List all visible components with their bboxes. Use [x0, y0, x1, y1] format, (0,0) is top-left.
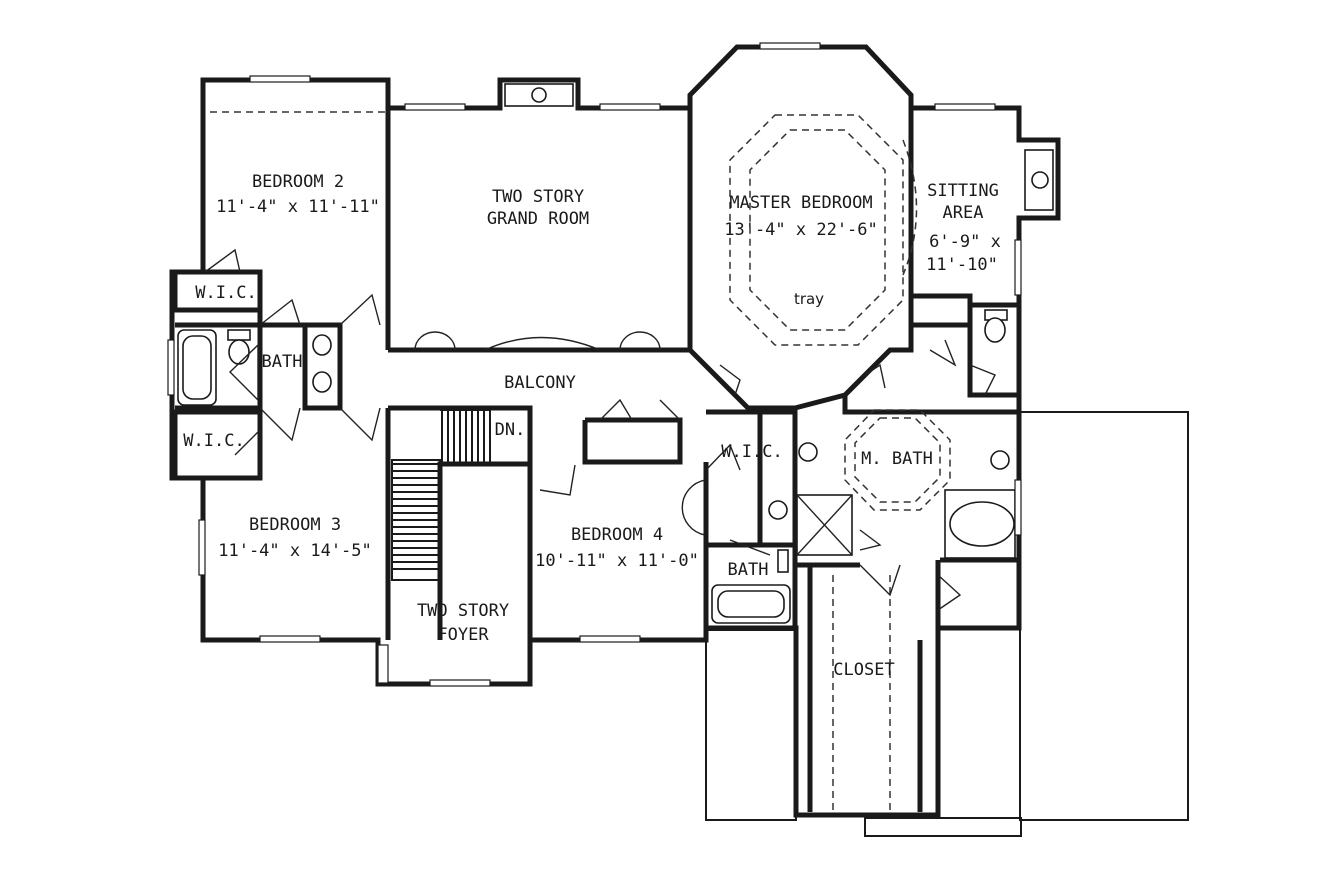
fixtures [177, 83, 1054, 624]
sink [312, 371, 332, 393]
ceiling-lines [210, 111, 951, 812]
sitting-area-line3: 6'-9" x [929, 232, 1001, 252]
foyer-line1: TWO STORY [417, 601, 509, 621]
stairs [391, 409, 491, 581]
master-bedroom-name: MASTER BEDROOM [729, 193, 872, 213]
grand-room-line2: GRAND ROOM [487, 209, 589, 229]
foyer-line2: FOYER [437, 625, 489, 645]
fireplace [531, 87, 547, 103]
stairs-label: DN. [495, 420, 526, 440]
exterior-walls [169, 44, 1061, 818]
sink [768, 500, 788, 520]
sitting-area-line4: 11'-10" [926, 255, 998, 275]
doors [204, 248, 996, 611]
sink [798, 442, 818, 462]
sink [312, 334, 332, 356]
sitting-area-line1: SITTING [927, 181, 999, 201]
balcony-label: BALCONY [504, 373, 576, 393]
toilet [227, 329, 251, 341]
room-labels: BEDROOM 2 11'-4" x 11'-11" TWO STORY GRA… [183, 172, 1001, 680]
bathtub [717, 590, 785, 618]
closet-label: CLOSET [833, 660, 894, 680]
master-bedroom-size: 13'-4" x 22'-6" [724, 220, 878, 240]
bedroom3-size: 11'-4" x 14'-5" [218, 541, 372, 561]
grand-room-line1: TWO STORY [492, 187, 584, 207]
bedroom4-size: 10'-11" x 11'-0" [535, 551, 699, 571]
bathtub [949, 501, 1015, 547]
master-bath-label: M. BATH [861, 449, 933, 469]
toilet [984, 317, 1006, 343]
toilet [777, 549, 789, 573]
bath-2-label: BATH [728, 560, 769, 580]
lower-roof-outline [705, 411, 1189, 837]
bathtub [182, 335, 212, 400]
bedroom2-size: 11'-4" x 11'-11" [216, 197, 380, 217]
fireplace [1031, 171, 1049, 189]
master-tray-ceiling: tray [794, 290, 824, 308]
wic-3-label: W.I.C. [721, 442, 782, 462]
wic-2-label: W.I.C. [183, 431, 244, 451]
toilet [228, 339, 250, 365]
sitting-area-line2: AREA [943, 203, 984, 223]
sink [990, 450, 1010, 470]
wic-1-label: W.I.C. [195, 283, 256, 303]
bedroom3-name: BEDROOM 3 [249, 515, 341, 535]
windows [167, 42, 1022, 687]
bedroom4-name: BEDROOM 4 [571, 525, 663, 545]
bath-1-label: BATH [262, 352, 303, 372]
bedroom2-name: BEDROOM 2 [252, 172, 344, 192]
